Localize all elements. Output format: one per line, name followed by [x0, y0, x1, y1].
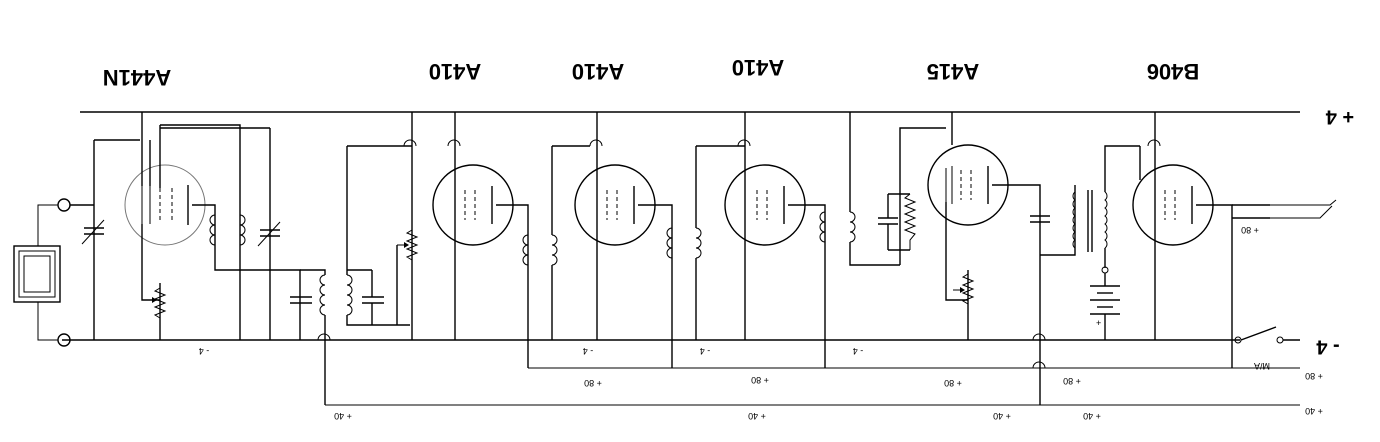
loop-antenna-icon	[13, 245, 61, 303]
tube-label-2: A410	[429, 59, 482, 84]
minus4-label-3: - 4	[700, 346, 711, 356]
plus40-label-1: + 40	[334, 411, 352, 421]
svg-text:+ 80: + 80	[1305, 371, 1323, 381]
plus80-label-5: + 80	[1305, 371, 1323, 381]
svg-text:+ 40: + 40	[993, 411, 1011, 421]
minus4-label-4: - 4	[853, 346, 864, 356]
coil-icon	[209, 214, 246, 246]
svg-text:B406: B406	[1147, 59, 1200, 84]
svg-text:+ 80: + 80	[584, 378, 602, 388]
transformer-icon	[1072, 190, 1108, 252]
switch-label: M/A	[1254, 361, 1270, 371]
tube-label-3: A410	[572, 59, 625, 84]
plus80-label-6: + 80	[1241, 225, 1259, 235]
svg-text:A410: A410	[572, 59, 625, 84]
transformer-icon	[319, 274, 353, 316]
tube-label-6: B406	[1147, 59, 1200, 84]
top-rail-label: + 4	[1325, 106, 1354, 128]
switch-icon	[1234, 326, 1300, 344]
transformer-icon	[666, 227, 702, 259]
tube-label-4: A410	[732, 55, 785, 80]
svg-text:+ 40: + 40	[748, 411, 766, 421]
transformer-icon	[522, 234, 558, 266]
minus4-label-2: - 4	[583, 346, 594, 356]
headphone-jack-icon	[1196, 199, 1337, 340]
minus4-label-1: - 4	[199, 346, 210, 356]
plus80-label-3: + 80	[944, 378, 962, 388]
plus40-label-5: + 40	[1305, 406, 1323, 416]
variable-capacitor-icon	[257, 221, 281, 247]
plus40-label-4: + 40	[1083, 411, 1101, 421]
svg-text:+ 80: + 80	[1241, 225, 1259, 235]
svg-text:- 4: - 4	[199, 346, 210, 356]
capacitor-icon	[1030, 215, 1050, 223]
svg-text:+ 80: + 80	[944, 378, 962, 388]
svg-text:M/A: M/A	[1254, 361, 1270, 371]
potentiometer-icon	[903, 193, 917, 250]
svg-text:- 4: - 4	[700, 346, 711, 356]
tube-label-1: A441N	[103, 65, 171, 90]
capacitor-icon	[362, 296, 384, 304]
bottom-rail-label: - 4	[1315, 336, 1339, 358]
svg-text:- 4: - 4	[853, 346, 864, 356]
plus80-label-4: + 80	[1063, 376, 1081, 386]
battery-icon: +	[1090, 273, 1120, 340]
capacitor-icon	[878, 217, 898, 225]
svg-text:A410: A410	[429, 59, 482, 84]
svg-text:A441N: A441N	[103, 65, 171, 90]
svg-text:A410: A410	[732, 55, 785, 80]
potentiometer-icon	[145, 283, 167, 340]
svg-text:+ 40: + 40	[1305, 406, 1323, 416]
variable-capacitor-icon	[81, 219, 105, 245]
svg-text:- 4: - 4	[583, 346, 594, 356]
svg-text:- 4: - 4	[1315, 336, 1339, 358]
svg-text:+ 4: + 4	[1325, 106, 1354, 128]
plus80-label-2: + 80	[751, 375, 769, 385]
tube-label-5: A415	[927, 59, 980, 84]
potentiometer-icon	[953, 270, 975, 340]
svg-text:+ 80: + 80	[1063, 376, 1081, 386]
svg-text:A415: A415	[927, 59, 980, 84]
transformer-icon	[819, 211, 856, 243]
potentiometer-icon	[397, 112, 419, 340]
plus80-label-1: + 80	[584, 378, 602, 388]
svg-text:+ 40: + 40	[1083, 411, 1101, 421]
svg-text:+ 80: + 80	[751, 375, 769, 385]
svg-text:+: +	[1096, 318, 1101, 328]
plus40-label-2: + 40	[748, 411, 766, 421]
capacitor-icon	[290, 296, 312, 304]
svg-text:+ 40: + 40	[334, 411, 352, 421]
plus40-label-3: + 40	[993, 411, 1011, 421]
